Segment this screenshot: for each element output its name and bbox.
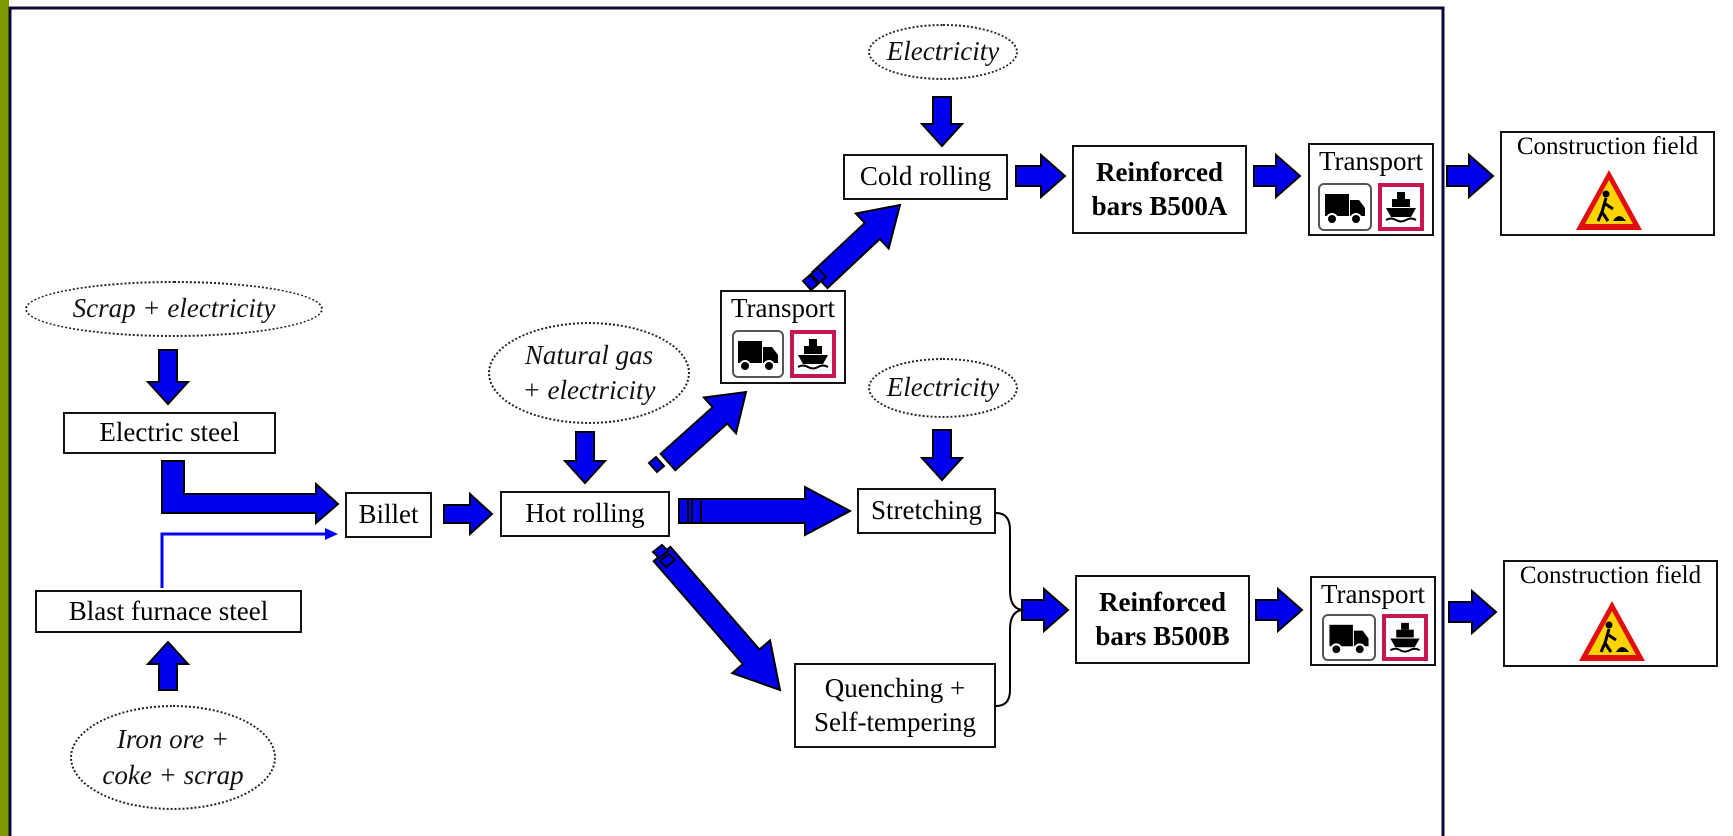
arrow-transport-to-field-top	[1446, 152, 1495, 200]
arrow-transport-to-field-bottom	[1448, 588, 1498, 636]
construction-field-label: Construction field	[1516, 133, 1699, 160]
node-billet-label: Billet	[358, 499, 419, 530]
node-electric-steel-label: Electric steel	[99, 417, 240, 448]
merge-brace	[995, 512, 1025, 707]
construction-field-top: Construction field	[1500, 131, 1715, 236]
blast-furnace-line	[160, 532, 327, 588]
b500b-line2: bars B500B	[1095, 620, 1230, 651]
input-scrap-electricity-label: Scrap + electricity	[72, 293, 276, 324]
arrow-ore-to-blast-furnace	[145, 640, 191, 691]
arrow-tail-stripe	[651, 543, 670, 560]
node-cold-rolling: Cold rolling	[843, 154, 1008, 200]
ship-icon	[1382, 614, 1428, 661]
node-quenching-line1: Quenching +	[824, 672, 966, 703]
input-electricity-mid: Electricity	[868, 358, 1018, 418]
ship-icon	[1378, 183, 1424, 231]
input-iron-ore-line2: coke + scrap	[102, 759, 244, 790]
node-electric-steel: Electric steel	[63, 412, 276, 454]
arrow-tail-stripe	[658, 552, 677, 569]
blast-furnace-line-head	[325, 528, 338, 540]
input-electricity-top-label: Electricity	[886, 36, 1000, 67]
truck-icon	[1322, 614, 1376, 661]
arrow-transport-to-cold-rolling	[811, 203, 902, 290]
transport-label: Transport	[1318, 146, 1424, 176]
roadworks-sign-icon	[1576, 170, 1642, 230]
roadworks-sign-icon	[1579, 601, 1645, 661]
arrow-tail-stripe	[678, 498, 689, 524]
node-blast-furnace-steel: Blast furnace steel	[35, 590, 302, 633]
node-quenching-line2: Self-tempering	[814, 706, 976, 737]
arrow-electric-steel-to-billet	[161, 460, 340, 526]
b500b-line1: Reinforced	[1099, 586, 1226, 617]
ship-icon	[790, 330, 836, 378]
input-natural-gas-electricity: Natural gas + electricity	[488, 322, 690, 424]
arrow-electricity-to-stretching	[919, 429, 965, 482]
transport-box-bottom: Transport	[1310, 576, 1436, 666]
arrow-hot-rolling-to-stretching	[683, 485, 853, 537]
arrow-tail-stripe	[647, 455, 666, 474]
arrow-cold-rolling-to-b500a	[1015, 152, 1067, 200]
input-iron-ore-line1: Iron ore +	[116, 724, 230, 755]
b500a-line1: Reinforced	[1096, 156, 1223, 187]
truck-icon	[732, 330, 784, 378]
arrow-brace-to-b500b	[1021, 586, 1070, 634]
arrow-tail-stripe	[691, 498, 702, 524]
flow-arrows	[145, 96, 1498, 692]
main-frame	[8, 6, 1445, 836]
arrow-electricity-to-cold-rolling	[919, 96, 965, 148]
construction-field-bottom: Construction field	[1503, 560, 1718, 667]
node-stretching-label: Stretching	[871, 495, 982, 526]
transport-box-top: Transport	[1308, 143, 1434, 236]
node-hot-rolling-label: Hot rolling	[525, 498, 645, 529]
node-blast-furnace-steel-label: Blast furnace steel	[68, 595, 269, 626]
arrow-hot-rolling-to-quenching	[652, 545, 782, 692]
input-natural-gas-line1: Natural gas	[524, 339, 654, 370]
node-billet: Billet	[345, 492, 432, 538]
arrow-b500b-to-transport	[1255, 586, 1304, 634]
transport-label: Transport	[730, 293, 836, 323]
node-quenching-self-tempering: Quenching +Self-tempering	[794, 663, 996, 748]
left-accent-bar	[0, 0, 9, 836]
transport-box-middle: Transport	[720, 290, 846, 384]
truck-icon	[1318, 183, 1372, 231]
node-hot-rolling: Hot rolling	[500, 491, 670, 537]
transport-label: Transport	[1320, 579, 1426, 609]
arrow-tail-stripe	[809, 266, 828, 285]
arrow-scrap-to-electric-steel	[145, 349, 191, 406]
input-electricity-top: Electricity	[868, 24, 1018, 80]
construction-field-label: Construction field	[1519, 562, 1702, 589]
b500a-line2: bars B500A	[1091, 190, 1228, 221]
input-iron-ore-coke-scrap: Iron ore + coke + scrap	[70, 705, 276, 810]
arrow-gas-to-hot-rolling	[562, 431, 608, 485]
input-electricity-mid-label: Electricity	[886, 372, 1000, 403]
arrow-b500a-to-transport	[1253, 152, 1302, 200]
arrow-billet-to-hot-rolling	[443, 491, 494, 537]
input-scrap-electricity: Scrap + electricity	[25, 281, 323, 337]
node-cold-rolling-label: Cold rolling	[859, 161, 992, 192]
node-stretching: Stretching	[857, 488, 996, 534]
arrow-hot-rolling-to-transport	[659, 390, 748, 472]
input-natural-gas-line2: + electricity	[522, 375, 656, 405]
